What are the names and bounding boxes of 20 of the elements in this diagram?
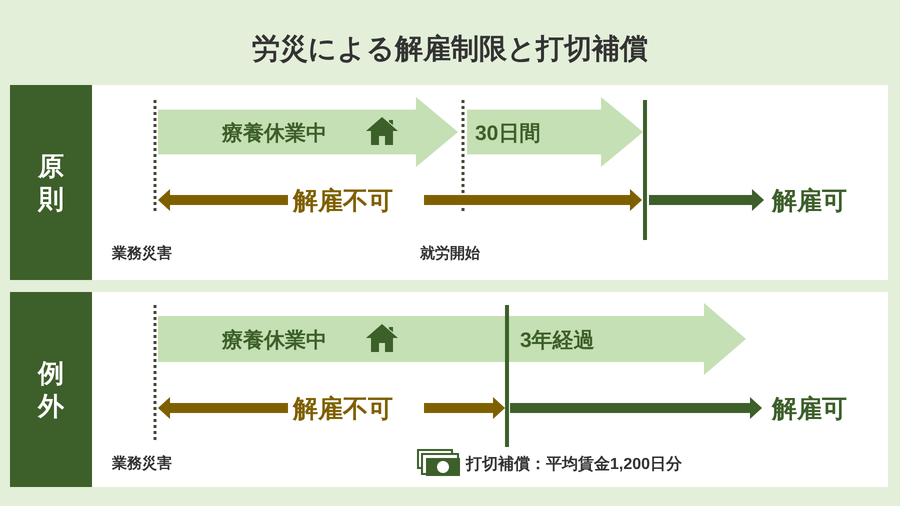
- arrow-band: [467, 97, 643, 167]
- status-label: 解雇可: [772, 394, 847, 425]
- arrow-band: [158, 97, 458, 167]
- timeline-panel: [10, 85, 888, 280]
- timeline-panel: [10, 292, 888, 487]
- event-label: 就労開始: [420, 244, 480, 263]
- event-label: 業務災害: [112, 454, 172, 473]
- row-heading: 原則: [10, 85, 92, 280]
- band-label: 30日間: [475, 121, 540, 147]
- band-label: 療養休業中: [222, 120, 327, 147]
- band-label: 3年経過: [520, 328, 595, 354]
- band-label: 療養休業中: [222, 328, 327, 354]
- status-label: 解雇不可: [293, 186, 393, 217]
- arrow-band: [158, 303, 746, 375]
- status-label: 解雇不可: [293, 394, 393, 425]
- compensation-note: 打切補償：平均賃金1,200日分: [466, 454, 682, 475]
- row-heading: 例外: [10, 292, 92, 487]
- status-label: 解雇可: [772, 186, 847, 217]
- event-label: 業務災害: [112, 244, 172, 263]
- diagram-title: 労災による解雇制限と打切補償: [251, 32, 649, 66]
